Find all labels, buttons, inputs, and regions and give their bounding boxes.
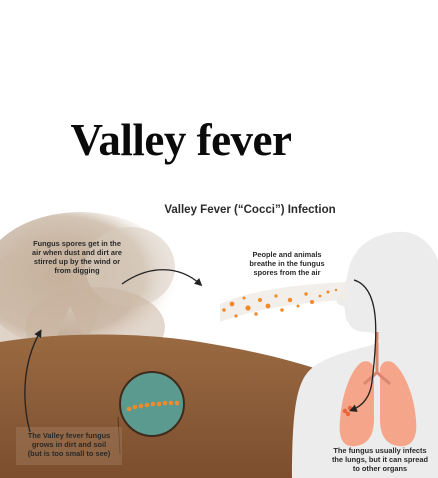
caption-spores-airborne: Fungus spores get in the air when dust a… — [22, 239, 132, 275]
caption-infects-lungs: The fungus usually infects the lungs, bu… — [326, 446, 434, 473]
page-title: Valley fever — [0, 112, 362, 168]
caption-breathe-in: People and animals breathe in the fungus… — [238, 250, 336, 277]
infographic-title: Valley Fever (“Cocci”) Infection — [140, 204, 360, 216]
caption-grows-in-soil: The Valley fever fungus grows in dirt an… — [18, 431, 120, 458]
spore-stream — [220, 282, 348, 322]
valley-fever-infographic: Valley Fever (“Cocci”) Infection Fungus … — [0, 192, 438, 478]
